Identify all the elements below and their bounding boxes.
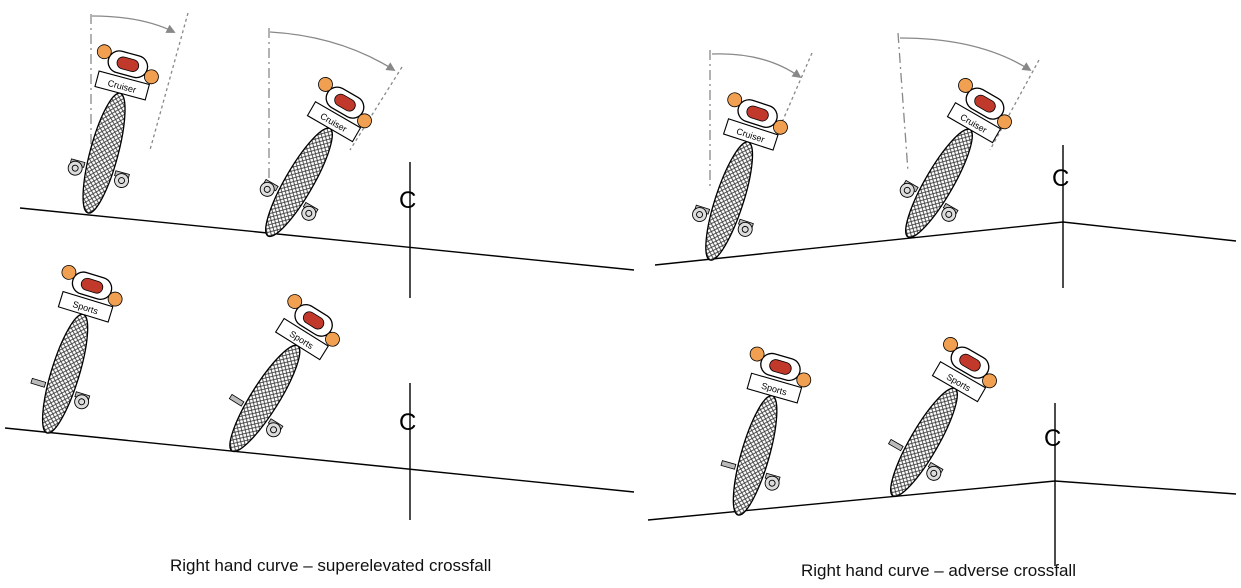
rider-cruiser: Cruiser: [878, 75, 1021, 255]
rider-sports: Sports: [14, 262, 129, 444]
road-bottom-left: [4, 427, 635, 493]
centreline-bottom-right: C: [1044, 403, 1061, 566]
rider-sports: Sports: [863, 334, 1006, 514]
centreline-label: C: [399, 409, 416, 436]
road-top-left: [19, 207, 635, 271]
rider-sports: Sports: [705, 344, 817, 525]
centreline-label: C: [399, 187, 416, 214]
rider-cruiser: Cruiser: [55, 42, 164, 223]
rider-sports: Sports: [203, 291, 350, 470]
centreline-bottom-left: C: [399, 383, 416, 520]
lean-indicator: [90, 12, 1040, 207]
caption-adverse: Right hand curve – adverse crossfall: [801, 561, 1076, 580]
centreline-label: C: [1044, 425, 1061, 452]
centreline-top-left: C: [399, 162, 416, 298]
rider-cruiser: Cruiser: [677, 90, 794, 271]
centreline-top-right: C: [1052, 145, 1069, 288]
caption-superelevated: Right hand curve – superelevated crossfa…: [170, 556, 492, 575]
centreline-label: C: [1052, 165, 1069, 192]
rider-cruiser: Cruiser: [238, 74, 381, 254]
